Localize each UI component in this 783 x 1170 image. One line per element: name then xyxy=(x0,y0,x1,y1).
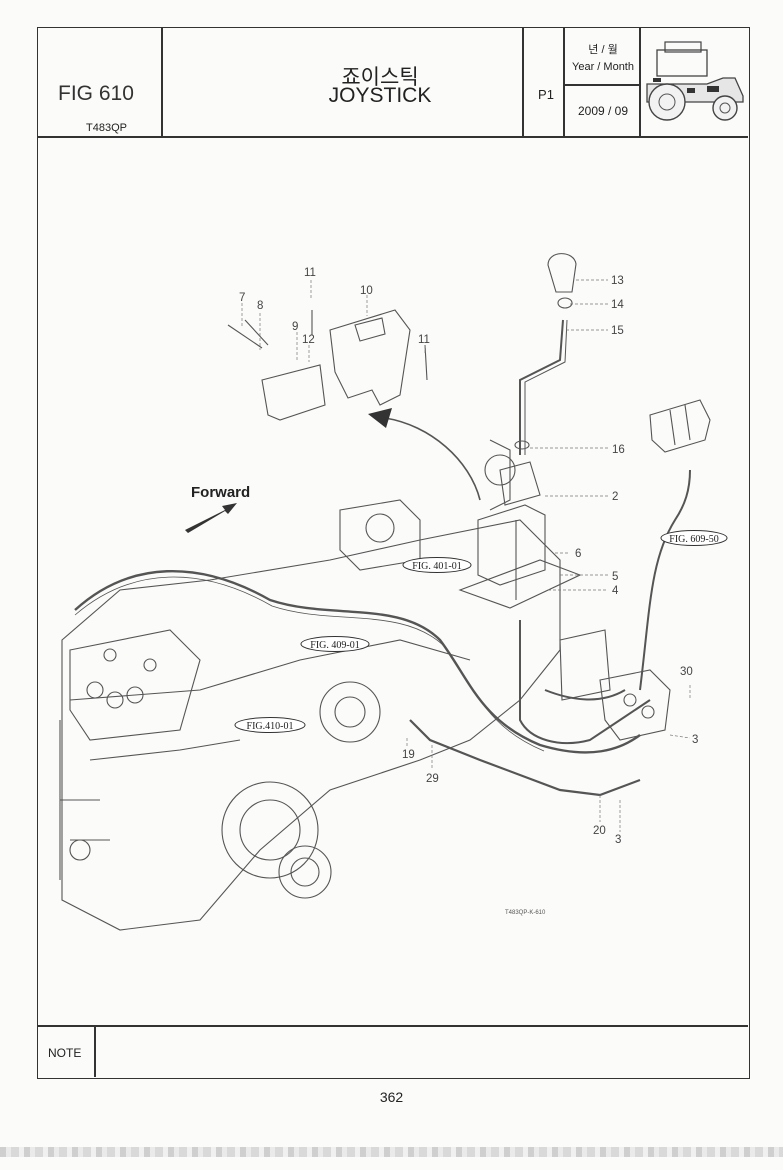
header-divider-1 xyxy=(161,28,163,136)
figure-reference-fig-410-01: FIG.410-01 xyxy=(234,717,306,733)
joystick-parts-diagram: Forward FIG. 401-01 FIG. 409-01 FIG.410-… xyxy=(59,253,728,931)
diagram-line-art xyxy=(59,253,711,931)
model-code: T483QP xyxy=(86,122,127,134)
note-divider xyxy=(94,1025,96,1077)
callout-label: 14 xyxy=(611,299,624,311)
header-bottom-rule xyxy=(38,136,748,138)
callout-label: 6 xyxy=(575,548,581,560)
page-code: P1 xyxy=(538,87,554,102)
figure-reference-fig-609-50: FIG. 609-50 xyxy=(660,530,728,546)
header-divider-2 xyxy=(522,28,524,136)
callout-label: 3 xyxy=(692,734,698,746)
header-divider-3 xyxy=(563,28,565,136)
header-divider-4 xyxy=(639,28,641,136)
removal-arrow-head xyxy=(368,408,392,428)
title-english: JOYSTICK xyxy=(328,84,432,107)
svg-text:FIG. 609-50: FIG. 609-50 xyxy=(669,534,718,545)
callout-label: 10 xyxy=(360,285,373,297)
figure-reference-fig-401-01: FIG. 401-01 xyxy=(402,557,472,573)
page-number: 362 xyxy=(379,1089,404,1105)
svg-text:FIG. 409-01: FIG. 409-01 xyxy=(310,640,359,651)
callout-leaders xyxy=(241,279,691,832)
callout-label: 13 xyxy=(611,275,624,287)
callout-label: 16 xyxy=(612,444,625,456)
callout-label: 7 xyxy=(239,292,245,304)
callout-label: 5 xyxy=(612,571,618,583)
callout-label: 11 xyxy=(418,334,430,346)
callout-label: 11 xyxy=(304,267,316,279)
date-cell-rule xyxy=(563,84,639,86)
page-frame: FIG 610 T483QP 죠이스틱 JOYSTICK P1 년 / 월 Ye… xyxy=(37,27,750,1079)
scan-edge-artifact xyxy=(0,1147,783,1157)
figure-number: FIG 610 xyxy=(58,82,134,105)
callout-label: 30 xyxy=(680,666,693,678)
drawing-code: T483QP-K-610 xyxy=(505,910,546,916)
callout-label: 19 xyxy=(402,749,415,761)
svg-text:FIG. 401-01: FIG. 401-01 xyxy=(412,561,461,572)
callout-label: 9 xyxy=(292,321,298,333)
tractor-icon xyxy=(646,41,744,121)
callout-label: 8 xyxy=(257,300,263,312)
callout-label: 2 xyxy=(612,491,618,503)
callout-label: 29 xyxy=(426,773,439,785)
year-month-korean: 년 / 월 xyxy=(588,44,618,56)
forward-arrow-icon xyxy=(185,503,237,533)
note-label: NOTE xyxy=(48,1046,82,1060)
callout-label: 4 xyxy=(612,585,619,597)
title-korean: 죠이스틱 xyxy=(341,66,419,89)
callout-label: 12 xyxy=(302,334,315,346)
callout-label: 20 xyxy=(593,825,606,837)
svg-text:FIG.410-01: FIG.410-01 xyxy=(247,721,294,732)
year-month-english: Year / Month xyxy=(572,61,634,73)
callout-label: 3 xyxy=(615,834,621,846)
callout-label: 15 xyxy=(611,325,624,337)
forward-label: Forward xyxy=(191,484,250,501)
revision-date: 2009 / 09 xyxy=(577,104,629,118)
note-top-rule xyxy=(38,1025,748,1027)
figure-reference-fig-409-01: FIG. 409-01 xyxy=(300,636,370,652)
